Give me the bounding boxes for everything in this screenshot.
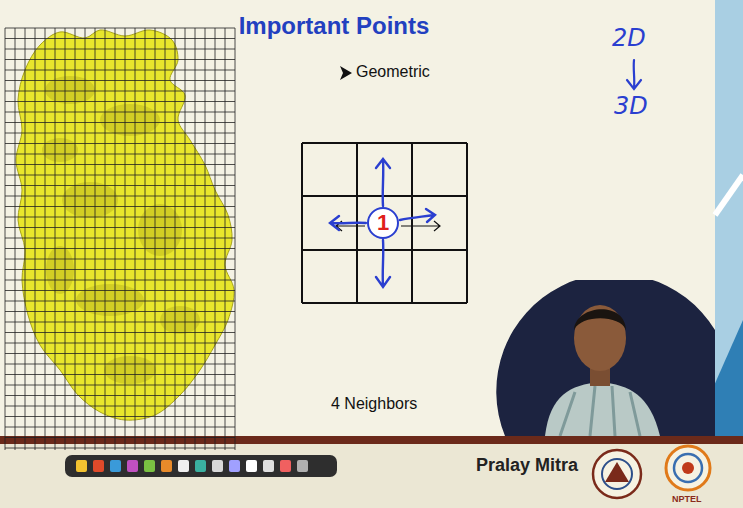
logo-text: NPTEL [672, 494, 702, 504]
nptel-logo [666, 446, 710, 490]
tool-icon [280, 460, 291, 472]
caption-text: 4 Neighbors [331, 395, 417, 413]
toolbar-icons [76, 460, 308, 472]
slide-title: Important Points [239, 12, 430, 40]
tool-icon [229, 460, 240, 472]
neighbor-grid [302, 143, 467, 303]
presenter-video [490, 280, 720, 440]
tool-icon [297, 460, 308, 472]
tool-icon [144, 460, 155, 472]
tool-icon [263, 460, 274, 472]
tool-icon [246, 460, 257, 472]
tool-icon [178, 460, 189, 472]
neighbor-arrows [330, 159, 440, 287]
toolbar [65, 455, 337, 477]
tool-icon [212, 460, 223, 472]
institute-logo [593, 450, 641, 498]
ink-arrow [627, 60, 641, 89]
tool-icon [127, 460, 138, 472]
footer-bar [0, 444, 743, 508]
tool-icon [93, 460, 104, 472]
background-grid [5, 28, 235, 450]
bullet-text: Geometric [356, 63, 430, 81]
footer-stripe [0, 436, 743, 444]
ink-note: 3D [614, 92, 648, 120]
bullet-arrow [340, 66, 352, 80]
tool-icon [110, 460, 121, 472]
tool-icon [195, 460, 206, 472]
tool-icon [76, 460, 87, 472]
presenter-name: Pralay Mitra [476, 455, 578, 476]
tool-icon [161, 460, 172, 472]
circled-cell: 1 [367, 207, 399, 239]
side-stripe [715, 175, 743, 215]
cell-number: 1 [377, 212, 389, 234]
ink-note: 2D [612, 24, 646, 52]
